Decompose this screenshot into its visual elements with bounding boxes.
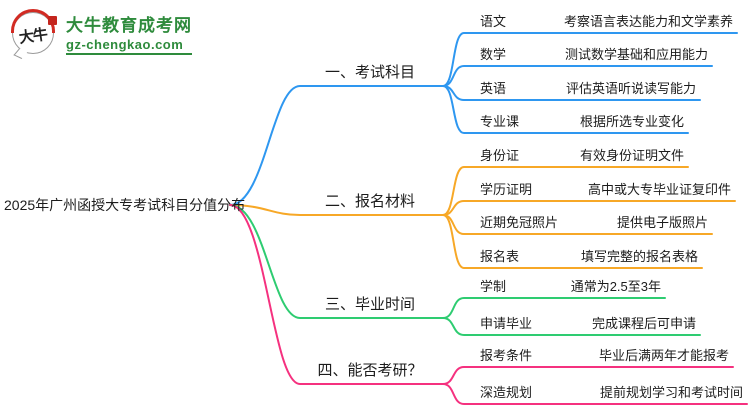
node-desc: 评估英语听说读写能力 [565, 80, 696, 96]
node-desc: 提前规划学习和考试时间 [599, 384, 743, 400]
node-label: 专业课 [480, 113, 520, 129]
node-photo: 近期免冠照片 提供电子版照片 [462, 211, 712, 231]
node-label: 深造规划 [480, 384, 533, 400]
node-label: 学制 [480, 278, 507, 294]
node-desc: 根据所选专业变化 [579, 113, 684, 129]
node-study-length: 学制 通常为2.5至3年 [462, 275, 665, 295]
node-label: 学历证明 [480, 181, 533, 197]
node-id-card: 身份证 有效身份证明文件 [462, 144, 688, 164]
logo-seal-icon [48, 16, 57, 25]
node-desc: 测试数学基础和应用能力 [564, 46, 708, 62]
logo-title: 大牛教育成考网 [66, 16, 192, 35]
node-major-course: 专业课 根据所选专业变化 [462, 110, 688, 130]
node-education-proof: 学历证明 高中或大专毕业证复印件 [462, 178, 735, 198]
node-label: 语文 [480, 13, 507, 29]
node-label: 报名表 [480, 248, 520, 264]
branch-label-graduation-time: 三、毕业时间 [324, 296, 415, 313]
node-math: 数学 测试数学基础和应用能力 [462, 43, 712, 63]
node-desc: 填写完整的报名表格 [580, 248, 698, 264]
node-desc: 通常为2.5至3年 [570, 278, 661, 294]
node-registration-form: 报名表 填写完整的报名表格 [462, 245, 702, 265]
node-chinese: 语文 考察语言表达能力和文学素养 [462, 10, 737, 30]
branch-label-registration-materials: 二、报名材料 [324, 193, 415, 210]
node-desc: 有效身份证明文件 [579, 147, 684, 163]
node-label: 申请毕业 [480, 315, 533, 331]
node-label: 数学 [480, 46, 507, 62]
node-desc: 完成课程后可申请 [591, 315, 696, 331]
branch-label-postgraduate: 四、能否考研？ [317, 362, 423, 379]
logo-url: gz-chengkao.com [66, 37, 192, 55]
node-desc: 毕业后满两年才能报考 [598, 347, 729, 363]
node-apply-graduation: 申请毕业 完成课程后可申请 [462, 312, 700, 332]
node-desc: 提供电子版照片 [616, 214, 708, 230]
node-label: 近期免冠照片 [480, 214, 559, 230]
node-label: 英语 [480, 80, 507, 96]
root-node-title: 2025年广州函授大专考试科目分值分布 [4, 197, 246, 213]
node-desc: 高中或大专毕业证复印件 [587, 181, 731, 197]
node-english: 英语 评估英语听说读写能力 [462, 77, 700, 97]
node-apply-conditions: 报考条件 毕业后满两年才能报考 [462, 344, 733, 364]
branch-label-exam-subjects: 一、考试科目 [324, 64, 415, 81]
site-logo[interactable]: 大牛 大牛教育成考网 gz-chengkao.com [11, 9, 192, 59]
node-label: 身份证 [480, 147, 520, 163]
node-further-study-plan: 深造规划 提前规划学习和考试时间 [462, 381, 747, 401]
node-label: 报考条件 [480, 347, 533, 363]
logo-bull-icon: 大牛 [11, 9, 58, 59]
node-desc: 考察语言表达能力和文学素养 [563, 13, 733, 29]
